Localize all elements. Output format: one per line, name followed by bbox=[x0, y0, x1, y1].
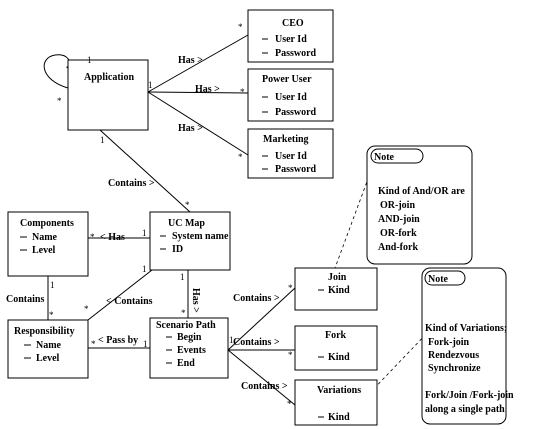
scenario-join-line bbox=[227, 287, 296, 351]
mult-marketing-many: * bbox=[238, 152, 243, 162]
assoc-label-has-power-user: Has > bbox=[195, 84, 220, 95]
mult-app-self-many: * bbox=[57, 96, 62, 106]
attribute: Level bbox=[32, 245, 56, 256]
mult-app-self-one: 1 bbox=[87, 55, 92, 65]
attribute: Name bbox=[36, 340, 62, 351]
class-name: Join bbox=[328, 272, 347, 283]
assoc-label-pass-by: < Pass by bbox=[98, 335, 138, 346]
app-ucmap-line bbox=[99, 129, 191, 213]
mult-ucmap-scenario-one: 1 bbox=[180, 272, 185, 282]
class-application: Application bbox=[67, 59, 149, 131]
attribute: Name bbox=[32, 232, 58, 243]
class-ceo: CEO User Id Password bbox=[247, 9, 334, 63]
note-line: OR-fork bbox=[380, 228, 417, 239]
class-name: Marketing bbox=[263, 134, 309, 145]
mult-responsibility-many: * bbox=[49, 310, 54, 320]
mult-resp-ucmap-many: * bbox=[84, 304, 89, 314]
mult-ucmap-many: * bbox=[185, 200, 190, 210]
class-name: Scenario Path bbox=[156, 320, 216, 331]
assoc-label-has-components: < Has bbox=[100, 232, 125, 243]
mult-poweruser-many: * bbox=[240, 87, 245, 97]
note-line: OR-join bbox=[380, 200, 415, 211]
note-label: Note bbox=[374, 152, 395, 163]
attribute: User Id bbox=[275, 34, 307, 45]
class-name: Fork bbox=[325, 330, 347, 341]
class-responsibility: Responsibility Name Level bbox=[7, 319, 89, 379]
note-line: along a single path bbox=[425, 404, 505, 415]
note-line: Kind of Variations; bbox=[425, 323, 507, 334]
attribute: Password bbox=[275, 107, 317, 118]
class-marketing: Marketing User Id Password bbox=[247, 128, 334, 179]
note-line: Synchronize bbox=[428, 363, 481, 374]
assoc-label-contains-join: Contains > bbox=[233, 293, 280, 304]
attribute: Password bbox=[275, 48, 317, 59]
scenario-variations-line bbox=[227, 349, 296, 406]
attribute: System name bbox=[172, 231, 229, 242]
note-line: Kind of And/OR are bbox=[378, 186, 465, 197]
mult-variations-many: * bbox=[287, 399, 292, 409]
attribute: Kind bbox=[328, 352, 350, 363]
note-line: AND-join bbox=[378, 214, 420, 225]
mult-ucmap-components-one: 1 bbox=[142, 228, 147, 238]
attribute: Events bbox=[177, 345, 206, 356]
mult-ucmap-resp-one: 1 bbox=[142, 264, 147, 274]
mult-fork-many: * bbox=[288, 350, 293, 360]
assoc-label-contains-variations: Contains > bbox=[241, 381, 288, 392]
attribute: User Id bbox=[275, 92, 307, 103]
application-self-association bbox=[43, 54, 71, 89]
class-join: Join Kind bbox=[294, 267, 378, 311]
assoc-label-contains-fork: Contains > bbox=[233, 337, 280, 348]
class-scenario-path: Scenario Path Begin Events End bbox=[149, 317, 229, 379]
assoc-label-contains-responsibility: Contains bbox=[6, 294, 44, 305]
attribute: User Id bbox=[275, 151, 307, 162]
mult-scenario-many: * bbox=[181, 308, 186, 318]
class-uc-map: UC Map System name ID bbox=[149, 211, 231, 271]
mult-join-many: * bbox=[288, 283, 293, 293]
mult-components-many: * bbox=[90, 232, 95, 242]
class-name: CEO bbox=[282, 18, 304, 29]
note-line: Rendezvous bbox=[428, 350, 479, 361]
note-line: And-fork bbox=[378, 242, 418, 253]
assoc-label-has-marketing: Has > bbox=[178, 123, 203, 134]
class-name: Responsibility bbox=[14, 326, 75, 337]
attribute: Password bbox=[275, 164, 317, 175]
ucmap-responsibility-line bbox=[87, 269, 153, 321]
assoc-label-contains-ucmap: Contains > bbox=[108, 178, 155, 189]
class-name: Components bbox=[20, 218, 74, 229]
class-variations: Variations Kind bbox=[294, 379, 378, 426]
note-variations: Note Kind of Variations; Fork-join Rende… bbox=[421, 267, 514, 425]
attribute: End bbox=[177, 358, 195, 369]
app-marketing-line bbox=[147, 91, 249, 156]
assoc-label-contains-uc-responsibility: < Contains bbox=[106, 296, 153, 307]
mult-app-roles-one: 1 bbox=[148, 80, 153, 90]
attribute: Kind bbox=[328, 285, 350, 296]
app-poweruser-line bbox=[147, 91, 249, 94]
class-name: Application bbox=[84, 72, 134, 83]
class-name: Variations bbox=[317, 385, 361, 396]
attribute: ID bbox=[172, 244, 183, 255]
mult-scenario-sub-one: 1 bbox=[229, 335, 234, 345]
mult-scenario-resp-one: 1 bbox=[143, 339, 148, 349]
attribute: Kind bbox=[328, 412, 350, 423]
class-components: Components Name Level bbox=[7, 211, 89, 277]
class-power-user: Power User User Id Password bbox=[247, 68, 334, 122]
class-name: UC Map bbox=[168, 218, 205, 229]
class-fork: Fork Kind bbox=[294, 325, 378, 371]
mult-resp-scenario-many: * bbox=[91, 339, 96, 349]
note-line: Fork/Join /Fork-join bbox=[425, 390, 514, 401]
mult-app-ucmap-one: 1 bbox=[100, 135, 105, 145]
app-ceo-line bbox=[147, 34, 249, 93]
note-line: Fork-join bbox=[428, 337, 470, 348]
assoc-label-has-scenario: Has > bbox=[190, 288, 201, 313]
assoc-label-has-ceo: Has > bbox=[178, 55, 203, 66]
note-andor: Note Kind of And/OR are OR-join AND-join… bbox=[366, 145, 473, 265]
attribute: Level bbox=[36, 353, 60, 364]
class-name: Power User bbox=[262, 74, 312, 85]
mult-components-resp-one: 1 bbox=[50, 280, 55, 290]
mult-ceo-many: * bbox=[238, 22, 243, 32]
note-label: Note bbox=[428, 274, 449, 285]
attribute: Begin bbox=[177, 332, 202, 343]
